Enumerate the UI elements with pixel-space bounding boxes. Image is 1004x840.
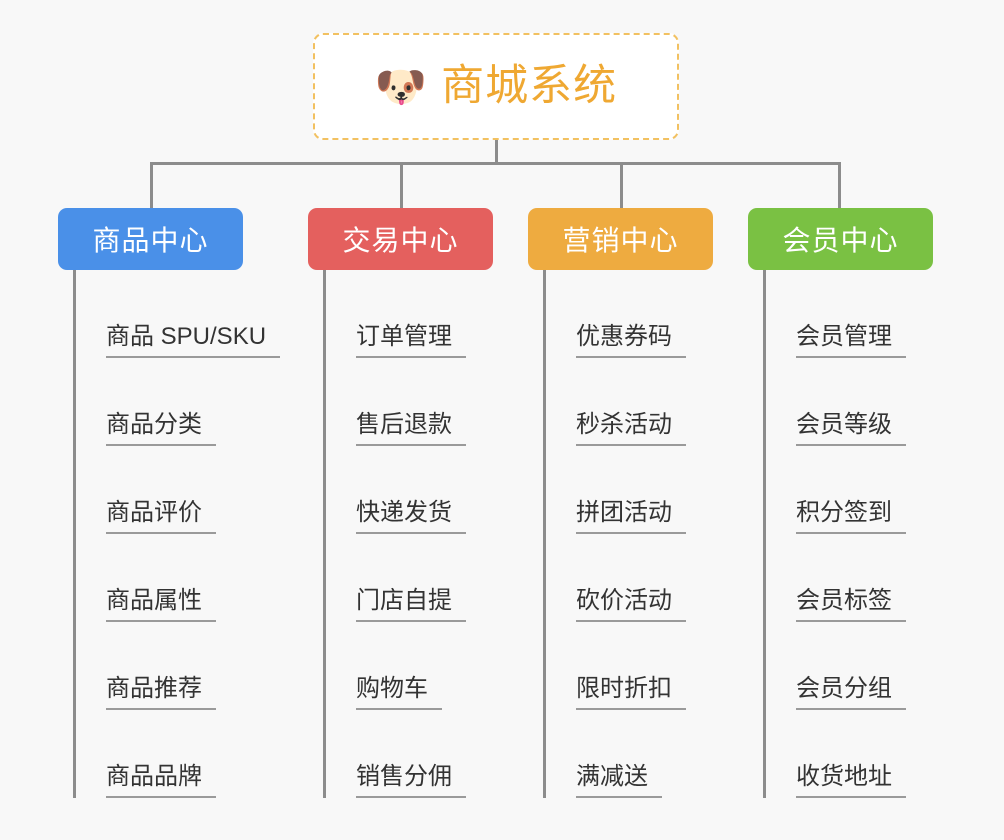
list-item[interactable]: 会员等级 <box>766 358 968 446</box>
list-item[interactable]: 满减送 <box>546 710 748 798</box>
connector-horizontal-bus <box>150 162 840 165</box>
dog-face-icon: 🐶 <box>374 62 428 110</box>
list-item-label: 收货地址 <box>796 763 906 798</box>
list-item[interactable]: 快递发货 <box>326 446 528 534</box>
list-item-label: 商品品牌 <box>106 763 216 798</box>
list-item[interactable]: 门店自提 <box>326 534 528 622</box>
list-item[interactable]: 积分签到 <box>766 446 968 534</box>
list-item-label: 商品评价 <box>106 499 216 534</box>
list-item-label: 门店自提 <box>356 587 466 622</box>
branch-items-member-center: 会员管理 会员等级 积分签到 会员标签 会员分组 收货地址 <box>763 270 968 798</box>
list-item[interactable]: 购物车 <box>326 622 528 710</box>
root-title: 商城系统 <box>441 62 618 110</box>
list-item[interactable]: 会员管理 <box>766 270 968 358</box>
branch-product-center: 商品中心 商品 SPU/SKU 商品分类 商品评价 商品属性 商品推荐 商品品牌 <box>58 208 281 798</box>
branch-marketing-center: 营销中心 优惠券码 秒杀活动 拼团活动 砍价活动 限时折扣 满减送 <box>528 208 748 798</box>
list-item[interactable]: 限时折扣 <box>546 622 748 710</box>
root-node[interactable]: 🐶 商城系统 <box>313 33 679 140</box>
list-item[interactable]: 优惠券码 <box>546 270 748 358</box>
list-item-label: 会员分组 <box>796 675 906 710</box>
list-item-label: 积分签到 <box>796 499 906 534</box>
list-item[interactable]: 商品 SPU/SKU <box>76 270 281 358</box>
branch-items-trade-center: 订单管理 售后退款 快递发货 门店自提 购物车 销售分佣 <box>323 270 528 798</box>
list-item-label: 会员管理 <box>796 323 906 358</box>
list-item[interactable]: 会员标签 <box>766 534 968 622</box>
list-item[interactable]: 秒杀活动 <box>546 358 748 446</box>
list-item-label: 会员标签 <box>796 587 906 622</box>
list-item-label: 限时折扣 <box>576 675 686 710</box>
branch-items-product-center: 商品 SPU/SKU 商品分类 商品评价 商品属性 商品推荐 商品品牌 <box>73 270 281 798</box>
list-item-label: 秒杀活动 <box>576 411 686 446</box>
connector-drop-branch-2 <box>400 162 403 209</box>
list-item-label: 购物车 <box>356 675 442 710</box>
connector-drop-branch-3 <box>620 162 623 209</box>
list-item-label: 商品属性 <box>106 587 216 622</box>
list-item[interactable]: 拼团活动 <box>546 446 748 534</box>
branch-head-trade-center[interactable]: 交易中心 <box>308 208 493 270</box>
branch-items-marketing-center: 优惠券码 秒杀活动 拼团活动 砍价活动 限时折扣 满减送 <box>543 270 748 798</box>
list-item[interactable]: 销售分佣 <box>326 710 528 798</box>
list-item-label: 售后退款 <box>356 411 466 446</box>
list-item-label: 订单管理 <box>356 323 466 358</box>
list-item-label: 商品推荐 <box>106 675 216 710</box>
list-item-label: 满减送 <box>576 763 662 798</box>
list-item[interactable]: 商品分类 <box>76 358 278 446</box>
list-item-label: 销售分佣 <box>356 763 466 798</box>
connector-root-stem <box>495 140 498 164</box>
branch-member-center: 会员中心 会员管理 会员等级 积分签到 会员标签 会员分组 收货地址 <box>748 208 968 798</box>
list-item[interactable]: 订单管理 <box>326 270 528 358</box>
branch-head-marketing-center[interactable]: 营销中心 <box>528 208 713 270</box>
list-item-label: 商品分类 <box>106 411 216 446</box>
list-item[interactable]: 砍价活动 <box>546 534 748 622</box>
list-item[interactable]: 商品属性 <box>76 534 278 622</box>
list-item-label: 优惠券码 <box>576 323 686 358</box>
list-item[interactable]: 商品推荐 <box>76 622 278 710</box>
connector-drop-branch-4 <box>838 162 841 209</box>
branch-head-product-center[interactable]: 商品中心 <box>58 208 243 270</box>
list-item[interactable]: 售后退款 <box>326 358 528 446</box>
connector-drop-branch-1 <box>150 162 153 209</box>
list-item[interactable]: 商品品牌 <box>76 710 278 798</box>
branch-head-member-center[interactable]: 会员中心 <box>748 208 933 270</box>
branch-trade-center: 交易中心 订单管理 售后退款 快递发货 门店自提 购物车 销售分佣 <box>308 208 528 798</box>
list-item-label: 会员等级 <box>796 411 906 446</box>
list-item-label: 砍价活动 <box>576 587 686 622</box>
list-item[interactable]: 收货地址 <box>766 710 968 798</box>
list-item[interactable]: 会员分组 <box>766 622 968 710</box>
list-item-label: 商品 SPU/SKU <box>106 323 281 358</box>
list-item[interactable]: 商品评价 <box>76 446 278 534</box>
list-item-label: 快递发货 <box>356 499 466 534</box>
list-item-label: 拼团活动 <box>576 499 686 534</box>
